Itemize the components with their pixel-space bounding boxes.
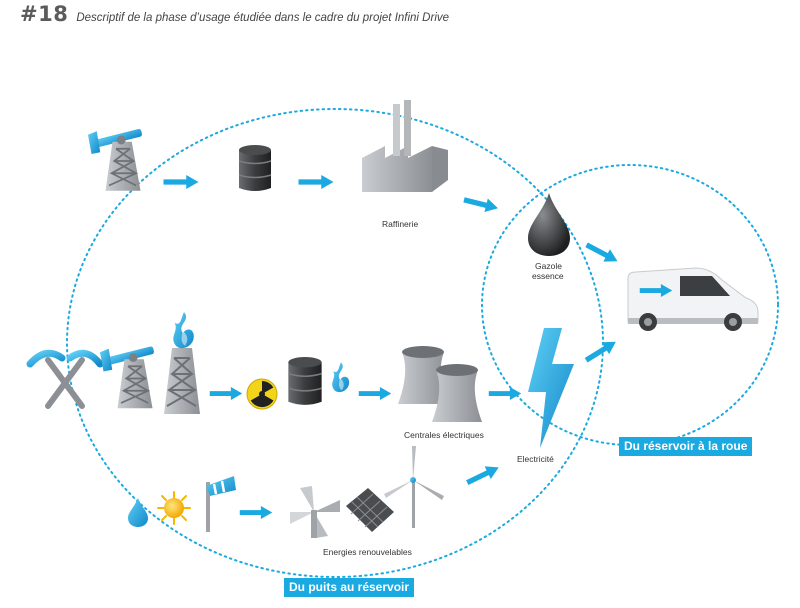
fuel-drop-icon: [528, 193, 570, 256]
van-icon: [627, 267, 759, 331]
arrow-icon: [298, 175, 334, 189]
windmill-icon: [290, 486, 340, 538]
arrow-icon: [462, 192, 500, 216]
page-number: #18: [20, 2, 69, 26]
arrow-icon: [239, 506, 273, 519]
arrow-icon: [464, 461, 502, 489]
arrow-icon: [488, 387, 522, 400]
wind-turbine-icon: [384, 446, 444, 528]
arrow-icon: [582, 335, 620, 367]
radioactive-icon: [246, 378, 278, 410]
tank-to-wheel-tag: Du réservoir à la roue: [619, 437, 753, 456]
arrow-icon: [583, 238, 621, 268]
arrow-icon: [209, 387, 243, 400]
flame-icon: [173, 312, 194, 349]
header: #18 Descriptif de la phase d’usage étudi…: [20, 2, 449, 28]
arrow-icon: [358, 387, 392, 400]
cooling-towers-icon: [398, 346, 482, 422]
oil-barrel-icon: [287, 356, 323, 406]
label-renouvelables: Energies renouvelables: [323, 547, 412, 557]
label-gazole: Gazole: [535, 261, 562, 271]
pickaxes-icon: [26, 349, 104, 409]
label-centrales: Centrales électriques: [404, 430, 484, 440]
oil-pump-icon: [100, 345, 156, 410]
gas-rig-icon: [163, 347, 201, 414]
refinery-factory-icon: [362, 100, 448, 192]
page-description: Descriptif de la phase d’usage étudiée d…: [76, 12, 450, 24]
arrow-icon: [163, 175, 199, 189]
oil-barrel-icon: [238, 144, 272, 192]
flame-icon: [332, 362, 350, 393]
lightning-bolt-icon: [528, 328, 574, 448]
oil-pump-icon: [88, 127, 144, 192]
solar-panel-icon: [346, 488, 394, 532]
windsock-icon: [206, 476, 236, 532]
sun-icon: [157, 491, 191, 525]
water-drop-icon: [128, 498, 148, 527]
label-essence: essence: [532, 271, 564, 281]
label-electricite: Electricité: [517, 454, 554, 464]
well-to-tank-tag: Du puits au réservoir: [284, 578, 415, 597]
label-raffinerie: Raffinerie: [382, 219, 419, 229]
